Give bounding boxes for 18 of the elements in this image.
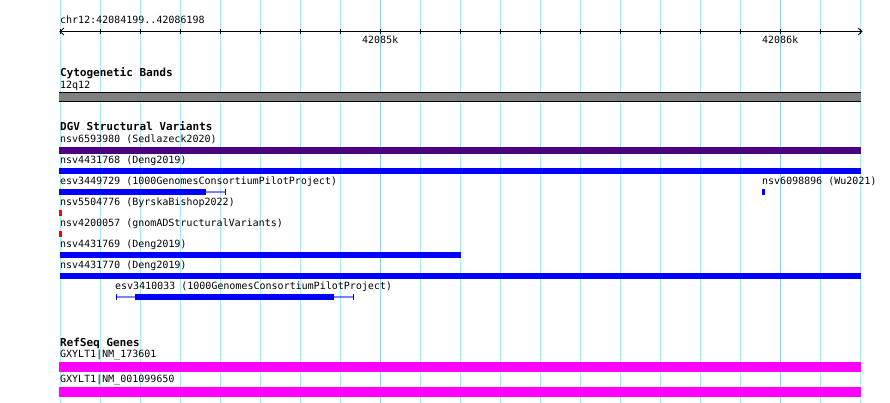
coordinate-label: chr12:42084199..42086198	[60, 15, 204, 27]
feature-label: nsv6593980 (Sedlazeck2020)	[60, 134, 217, 146]
track-title: Cytogenetic Bands	[60, 67, 173, 79]
feature-label: esv3449729 (1000GenomesConsortiumPilotProject)	[60, 176, 337, 188]
feature-label: GXYLT1|NM_001099650	[60, 374, 174, 386]
feature-label: nsv4431769 (Deng2019)	[60, 239, 186, 251]
feature-label: nsv4431770 (Deng2019)	[60, 260, 186, 272]
axis-tick-label: 42085k	[362, 35, 398, 47]
feature-label: nsv4431768 (Deng2019)	[60, 155, 186, 167]
feature-label: esv3410033 (1000GenomesConsortiumPilotProject)	[115, 281, 392, 293]
feature-label: nsv6098896 (Wu2021)	[762, 176, 876, 188]
track-title: DGV Structural Variants	[60, 121, 212, 133]
axis-tick-label: 42086k	[762, 35, 798, 47]
feature-label: 12q12	[60, 80, 90, 92]
feature-label: nsv5504776 (ByrskaBishop2022)	[60, 197, 235, 209]
feature-label: GXYLT1|NM_173601	[60, 349, 156, 361]
track-title: RefSeq Genes	[60, 337, 140, 349]
feature-label: nsv4200057 (gnomADStructuralVariants)	[60, 218, 283, 230]
